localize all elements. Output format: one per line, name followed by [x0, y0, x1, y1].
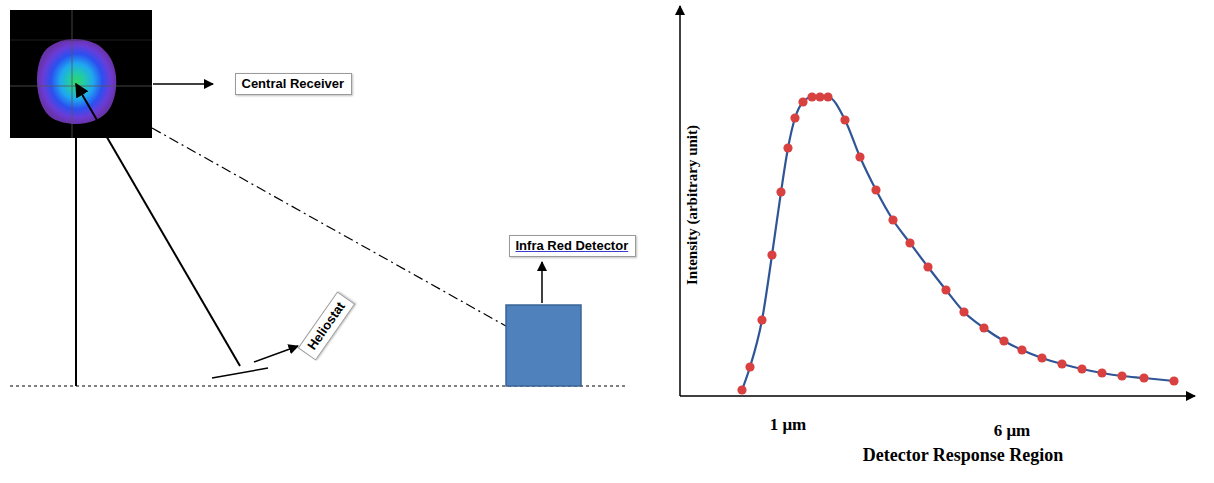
data-point: [815, 92, 824, 101]
tick-label: 1 μm: [770, 415, 807, 435]
data-point: [745, 362, 754, 371]
label-box: Infra Red Detector: [509, 235, 636, 257]
label-box: Central Receiver: [235, 73, 352, 95]
x-axis: [680, 395, 1195, 397]
data-point: [905, 238, 914, 247]
data-point: [923, 262, 932, 271]
label-box: Heliostat: [297, 291, 355, 360]
x-axis-label: Detector Response Region: [863, 445, 1064, 466]
grid-line: [10, 86, 152, 87]
data-point: [855, 152, 864, 161]
data-point: [999, 336, 1008, 345]
data-point: [783, 143, 792, 152]
tower: [75, 138, 77, 386]
box-label: Heliostat: [304, 299, 349, 353]
leader-arrow: [153, 83, 213, 85]
flux-spot: [37, 39, 116, 124]
data-point: [941, 285, 950, 294]
leader-arrow: [541, 262, 543, 303]
box-label: Infra Red Detector: [516, 238, 629, 254]
data-point: [1169, 376, 1178, 385]
data-point: [807, 92, 816, 101]
data-point: [1139, 373, 1148, 382]
data-point: [1117, 371, 1126, 380]
spectrum-curve: [737, 92, 1178, 394]
box-label: Central Receiver: [242, 76, 345, 92]
grid-line: [72, 10, 73, 138]
tick-label: 6 μm: [994, 421, 1031, 441]
data-point: [767, 250, 776, 259]
data-point: [1057, 359, 1066, 368]
data-point: [823, 92, 832, 101]
receiver-image: [10, 10, 152, 138]
grid-line: [10, 40, 152, 41]
data-point: [1097, 368, 1106, 377]
data-point: [1037, 353, 1046, 362]
data-point: [776, 187, 785, 196]
data-point: [871, 185, 880, 194]
y-axis-label: Intensity (arbitrary unit): [684, 125, 701, 285]
y-axis: [679, 6, 681, 396]
data-point: [959, 307, 968, 316]
data-point: [757, 315, 766, 324]
data-point: [979, 323, 988, 332]
data-point: [840, 115, 849, 124]
detector-box: [506, 305, 581, 386]
leader-arrow: [254, 346, 298, 362]
data-point: [888, 215, 897, 224]
data-point: [790, 113, 799, 122]
curve-line: [742, 97, 1174, 390]
data-point: [737, 385, 746, 394]
data-point: [1017, 345, 1026, 354]
heliostat-mirror: [212, 368, 268, 378]
data-point: [798, 97, 807, 106]
data-point: [1077, 364, 1086, 373]
reflected-ray: [76, 84, 240, 366]
